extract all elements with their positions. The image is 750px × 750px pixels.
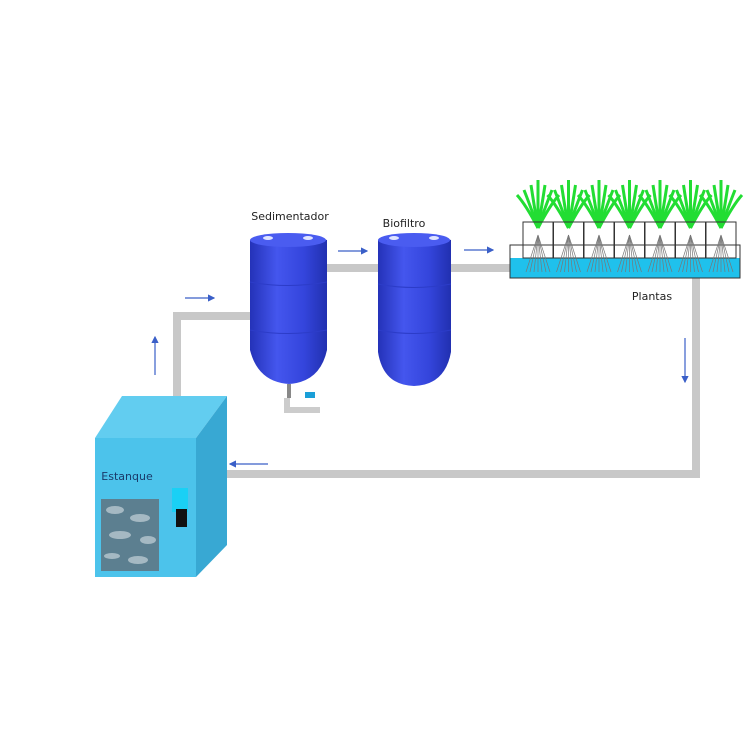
- plant-icon: [668, 180, 713, 273]
- label-plantas: Plantas: [631, 290, 673, 303]
- plant-icon: [576, 180, 622, 273]
- estanque-tank: [95, 396, 227, 577]
- pipe-to-sedimentador: [173, 312, 255, 320]
- plant-icon: [546, 180, 591, 273]
- pump: [172, 488, 188, 512]
- label-biofiltro: Biofiltro: [382, 217, 426, 230]
- plant-icon: [698, 180, 744, 273]
- return-pipe: [226, 470, 700, 478]
- plant-icon: [515, 180, 561, 273]
- label-sedimentador: Sedimentador: [251, 210, 329, 223]
- plant-icon: [637, 180, 683, 273]
- pipe-sedimentador-biofiltro: [320, 264, 382, 272]
- plant-trough: [509, 180, 744, 279]
- pipe-biofiltro-plantas: [446, 264, 512, 272]
- biofiltro-barrel: [377, 233, 452, 386]
- sedimentador-barrel: [249, 233, 328, 413]
- pipe-plantas-down: [692, 276, 700, 478]
- drain-valve-icon[interactable]: [305, 392, 315, 398]
- flow-arrows: [151, 246, 689, 468]
- plant-icon: [607, 180, 652, 273]
- label-estanque: Estanque: [101, 470, 153, 483]
